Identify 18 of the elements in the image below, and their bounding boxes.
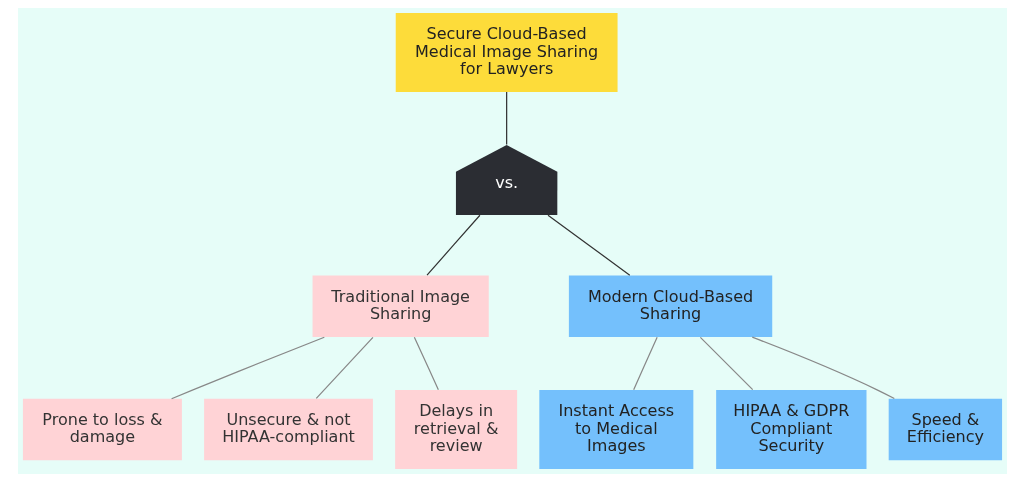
connector [546,214,630,276]
node-box: Speed & Efficiency [888,398,1002,461]
node-box: Unsecure & not HIPAA-compliant [203,398,373,461]
connector [315,336,374,399]
node-box: Instant Access to Medical Images [538,390,693,469]
node-box: Delays in retrieval & review [394,390,517,469]
connector [632,336,658,391]
connector [751,336,895,400]
connector [413,336,439,391]
node-box: Prone to loss & damage [22,398,182,461]
node-box: HIPAA & GDPR Compliant Security [715,390,866,469]
connector [505,91,507,146]
connector [425,214,480,276]
node-box: Modern Cloud-Based Sharing [568,275,772,338]
node-box: Traditional Image Sharing [312,275,489,338]
connector [699,336,753,391]
connector [170,336,325,400]
node-box: Secure Cloud-Based Medical Image Sharing for Lawyers [395,13,618,92]
